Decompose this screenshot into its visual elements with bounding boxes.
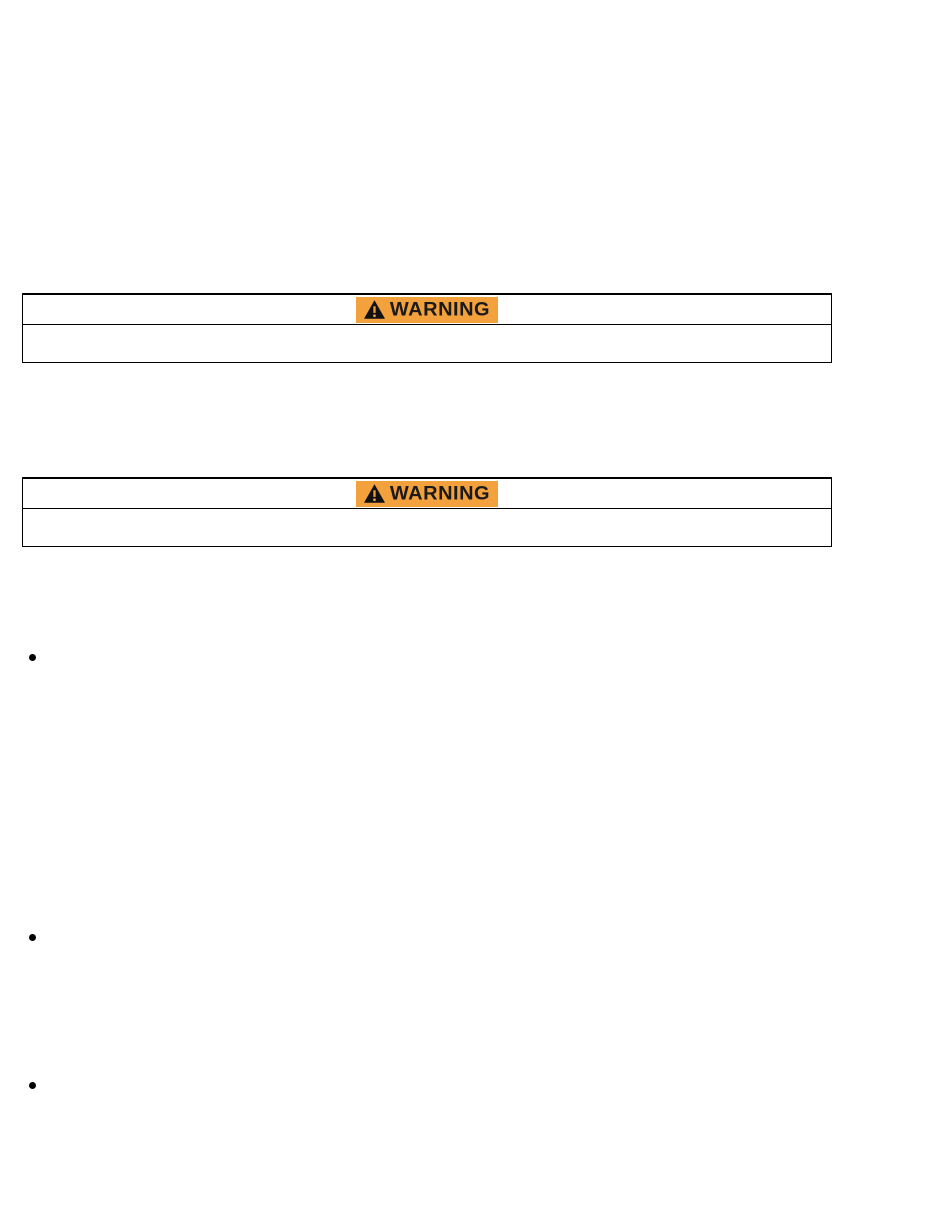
warning-box-2-body <box>23 509 831 546</box>
list-item <box>29 1082 46 1089</box>
warning-box-1-header: WARNING <box>23 295 831 325</box>
warning-label-text: WARNING <box>389 299 491 320</box>
warning-box-1-body <box>23 325 831 362</box>
bullet-icon <box>29 934 36 941</box>
warning-box-1: WARNING <box>22 293 832 363</box>
list-item <box>29 934 46 941</box>
warning-box-2: WARNING <box>22 477 832 547</box>
warning-triangle-icon <box>363 300 385 319</box>
warning-box-2-header: WARNING <box>23 479 831 509</box>
warning-label: WARNING <box>355 296 499 323</box>
warning-label: WARNING <box>355 480 499 507</box>
bullet-icon <box>29 654 36 661</box>
list-item <box>29 654 46 661</box>
warning-label-text: WARNING <box>389 483 491 504</box>
bullet-icon <box>29 1082 36 1089</box>
warning-triangle-icon <box>363 484 385 503</box>
